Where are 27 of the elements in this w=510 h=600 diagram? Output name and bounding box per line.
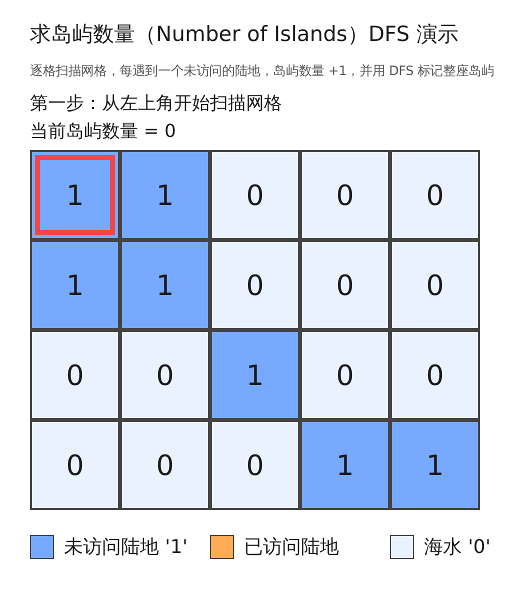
grid-cell: 1 bbox=[390, 420, 480, 510]
grid-cell: 0 bbox=[120, 420, 210, 510]
grid-cell: 0 bbox=[210, 240, 300, 330]
grid-cell: 0 bbox=[390, 240, 480, 330]
grid-cell: 1 bbox=[30, 240, 120, 330]
counter-text: 当前岛屿数量 = 0 bbox=[30, 120, 176, 143]
grid-cell: 0 bbox=[210, 420, 300, 510]
grid-cell: 0 bbox=[300, 330, 390, 420]
grid-cell: 0 bbox=[390, 330, 480, 420]
legend-label: 未访问陆地 '1' bbox=[64, 535, 188, 559]
grid-cell: 0 bbox=[120, 330, 210, 420]
grid-cell: 0 bbox=[300, 240, 390, 330]
grid-cell: 1 bbox=[120, 150, 210, 240]
grid-cell: 0 bbox=[300, 150, 390, 240]
legend-label: 已访问陆地 bbox=[244, 535, 339, 559]
current-grid-cell: 1 bbox=[30, 150, 120, 240]
step-note: 第一步：从左上角开始扫描网格 bbox=[30, 92, 282, 115]
legend-label: 海水 '0' bbox=[424, 535, 491, 559]
grid-cell: 1 bbox=[300, 420, 390, 510]
grid-cell: 1 bbox=[210, 330, 300, 420]
grid-cell: 1 bbox=[120, 240, 210, 330]
grid-cell: 0 bbox=[210, 150, 300, 240]
subtitle: 逐格扫描网格，每遇到一个未访问的陆地，岛屿数量 +1，并用 DFS 标记整座岛屿 bbox=[30, 63, 494, 80]
grid-cell: 0 bbox=[30, 330, 120, 420]
grid-cell: 0 bbox=[390, 150, 480, 240]
grid-cell: 0 bbox=[30, 420, 120, 510]
title: 求岛屿数量（Number of Islands）DFS 演示 bbox=[30, 21, 458, 48]
